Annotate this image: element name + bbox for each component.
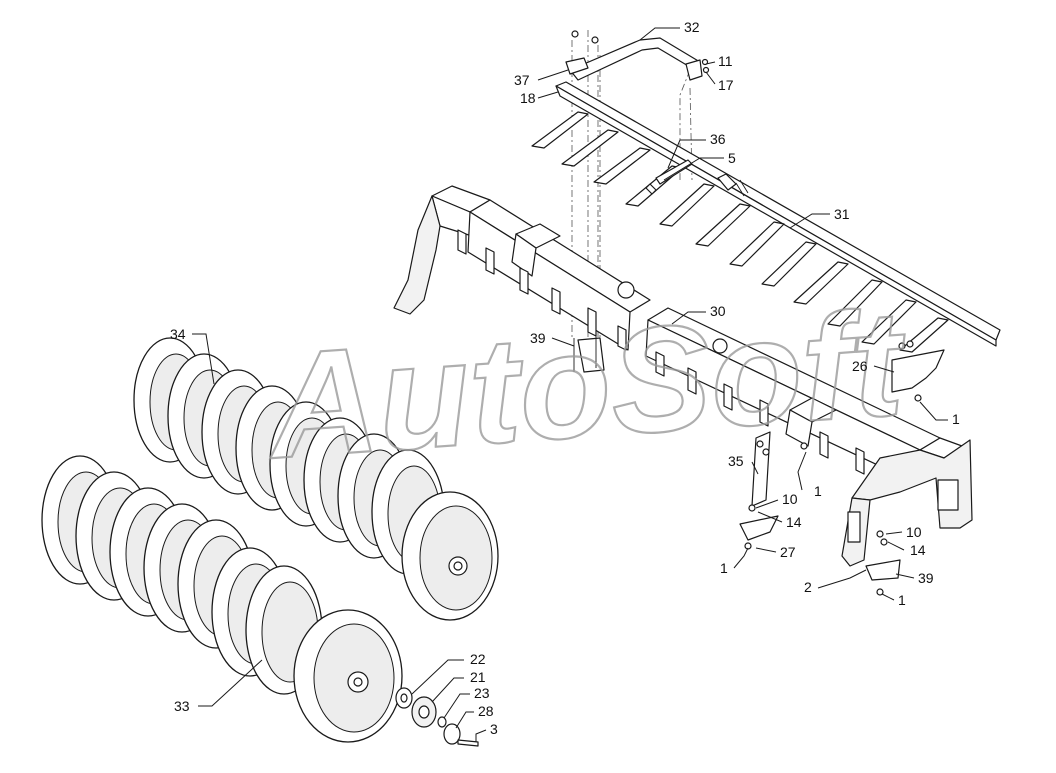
main-frame [393,185,973,567]
leader-lines [192,27,948,742]
callout-28: 28 [478,703,494,719]
callout-23: 23 [474,685,490,701]
callout-34: 34 [170,326,186,342]
callout-35: 35 [728,453,744,469]
callout-14-left: 14 [786,514,802,530]
callout-3: 3 [490,721,498,737]
callout-14-right: 14 [910,542,926,558]
upper-bracket [565,30,710,81]
callout-10-left: 10 [782,491,798,507]
callout-labels: 32 11 17 37 18 36 5 31 30 39 34 26 1 35 … [170,19,960,737]
callout-1-mid: 1 [814,483,822,499]
callout-31: 31 [834,206,850,222]
callout-30: 30 [710,303,726,319]
callout-33: 33 [174,698,190,714]
disc-front-row [41,455,403,743]
callout-1-left: 1 [720,560,728,576]
callout-18: 18 [520,90,536,106]
callout-5: 5 [728,150,736,166]
disc-gang [41,337,499,747]
callout-17: 17 [718,77,734,93]
callout-36: 36 [710,131,726,147]
callout-37: 37 [514,72,530,88]
callout-10-right: 10 [906,524,922,540]
disc-back-row [133,337,499,621]
callout-39-bottom: 39 [918,570,934,586]
tine-bar [555,81,1001,347]
watermark: AutoSoft [260,278,913,490]
callout-26: 26 [852,358,868,374]
callout-11: 11 [718,53,733,69]
callout-22: 22 [470,651,486,667]
center-support [573,334,605,373]
callout-1-bottom: 1 [898,592,906,608]
callout-1-right: 1 [952,411,960,427]
hardware-parts [645,159,945,596]
callout-39-top: 39 [530,330,546,346]
callout-2: 2 [804,579,812,595]
callout-27: 27 [780,544,796,560]
callout-32: 32 [684,19,700,35]
callout-21: 21 [470,669,486,685]
